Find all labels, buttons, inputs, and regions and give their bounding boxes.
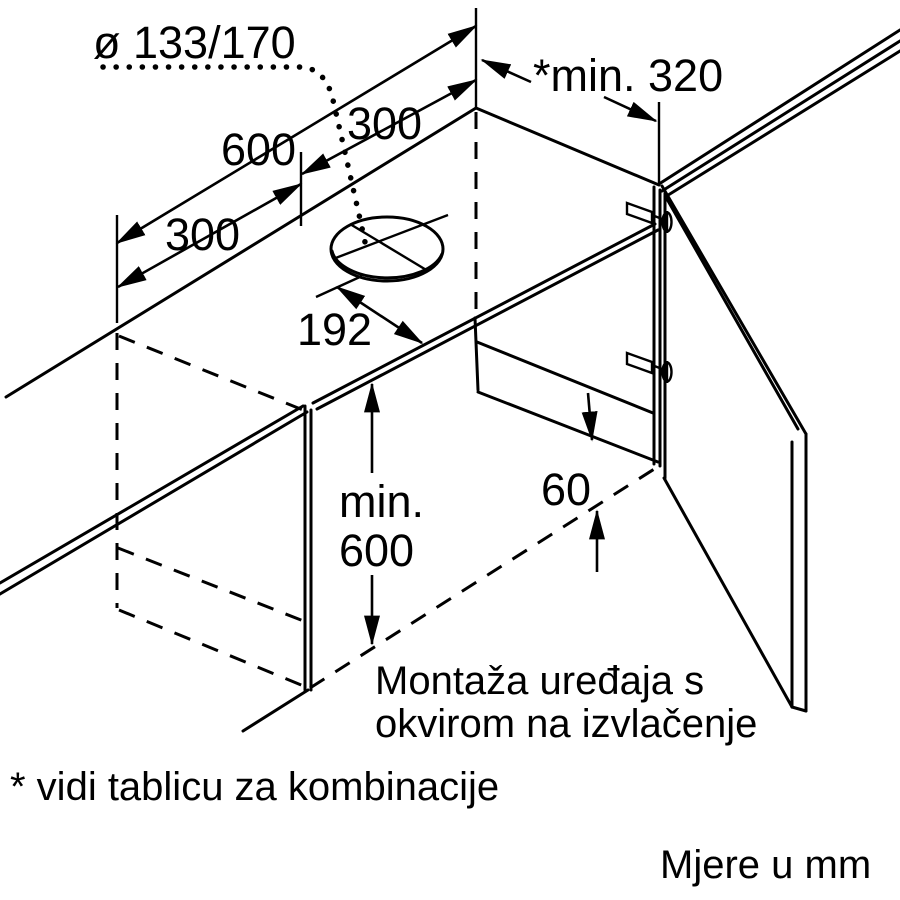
cabinet-linework <box>0 28 900 733</box>
hinge-top-block <box>625 201 654 225</box>
units-note: Mjere u mm <box>660 843 871 887</box>
label-192: 192 <box>297 304 372 355</box>
dim-60-upper <box>581 392 598 442</box>
left-panel-bottom-corner-line <box>241 688 310 733</box>
door-bottom-cap <box>790 705 808 713</box>
label-600: 600 <box>221 124 296 175</box>
hidden-bottom-left-depth-edge <box>118 608 307 689</box>
door-top-edge <box>660 184 808 436</box>
dim-line-192 <box>335 285 424 345</box>
duct-hole-rim-outer <box>329 215 445 283</box>
label-min-320: *min. 320 <box>533 50 723 101</box>
label-300-bottom: 300 <box>165 209 240 260</box>
dimensions <box>115 8 661 646</box>
door-bottom-edge <box>662 476 794 709</box>
dim-line-300-bottom <box>116 182 303 289</box>
label-min600-value: 600 <box>339 525 414 576</box>
dim-line-300-top <box>300 78 478 176</box>
hinges <box>625 201 673 383</box>
strip-right-depth-edge <box>474 106 661 187</box>
duct-hole-rim-inner <box>330 249 444 280</box>
hinge-top <box>625 201 673 233</box>
hinge-top-pin <box>651 213 663 221</box>
caption-texts: Montaža uređaja s okvirom na izvlačenje … <box>10 659 871 887</box>
strip-front-edge-left-outer <box>0 404 305 585</box>
hidden-bottom-front-edge <box>309 464 660 690</box>
hidden-top-left-depth-edge <box>118 334 304 412</box>
strip-front-edge-right-outer <box>311 222 657 405</box>
label-60: 60 <box>541 464 591 515</box>
dim-192-extension <box>315 274 363 299</box>
right-cabinet-edge-3 <box>663 49 900 199</box>
strip-front-edge-right-inner <box>315 228 660 411</box>
label-hole-diameter: ø 133/170 <box>93 17 296 68</box>
hole-centerline-width <box>332 213 449 261</box>
dim-leader-320-right <box>603 95 658 123</box>
right-cabinet-edge-1 <box>657 28 900 186</box>
caption-line-2: okvirom na izvlačenje <box>375 702 757 746</box>
dim-leader-320-left <box>480 58 532 84</box>
hinge-bottom-block <box>625 351 654 375</box>
hinge-bottom <box>625 351 673 383</box>
door-top-thickness-edge <box>665 197 800 431</box>
footnote-text: * vidi tablicu za kombinacije <box>10 765 499 809</box>
right-panel-band-top-edge <box>475 340 655 415</box>
open-door <box>660 184 808 713</box>
label-min600-word: min. <box>339 476 424 527</box>
hinge-bottom-pin <box>651 363 663 371</box>
hidden-mid-left-depth-edge <box>117 546 307 624</box>
dimension-labels: ø 133/170 *min. 320 600 300 300 192 min.… <box>93 17 723 576</box>
right-panel-front-thickness-edge <box>473 316 480 392</box>
caption-line-1: Montaža uređaja s <box>375 659 704 703</box>
hidden-edges <box>115 112 660 690</box>
label-300-top: 300 <box>347 98 422 149</box>
right-cabinet-edge-2 <box>660 39 900 193</box>
strip-front-edge-left-inner <box>0 410 309 596</box>
right-panel-band-bottom-edge <box>476 390 660 464</box>
